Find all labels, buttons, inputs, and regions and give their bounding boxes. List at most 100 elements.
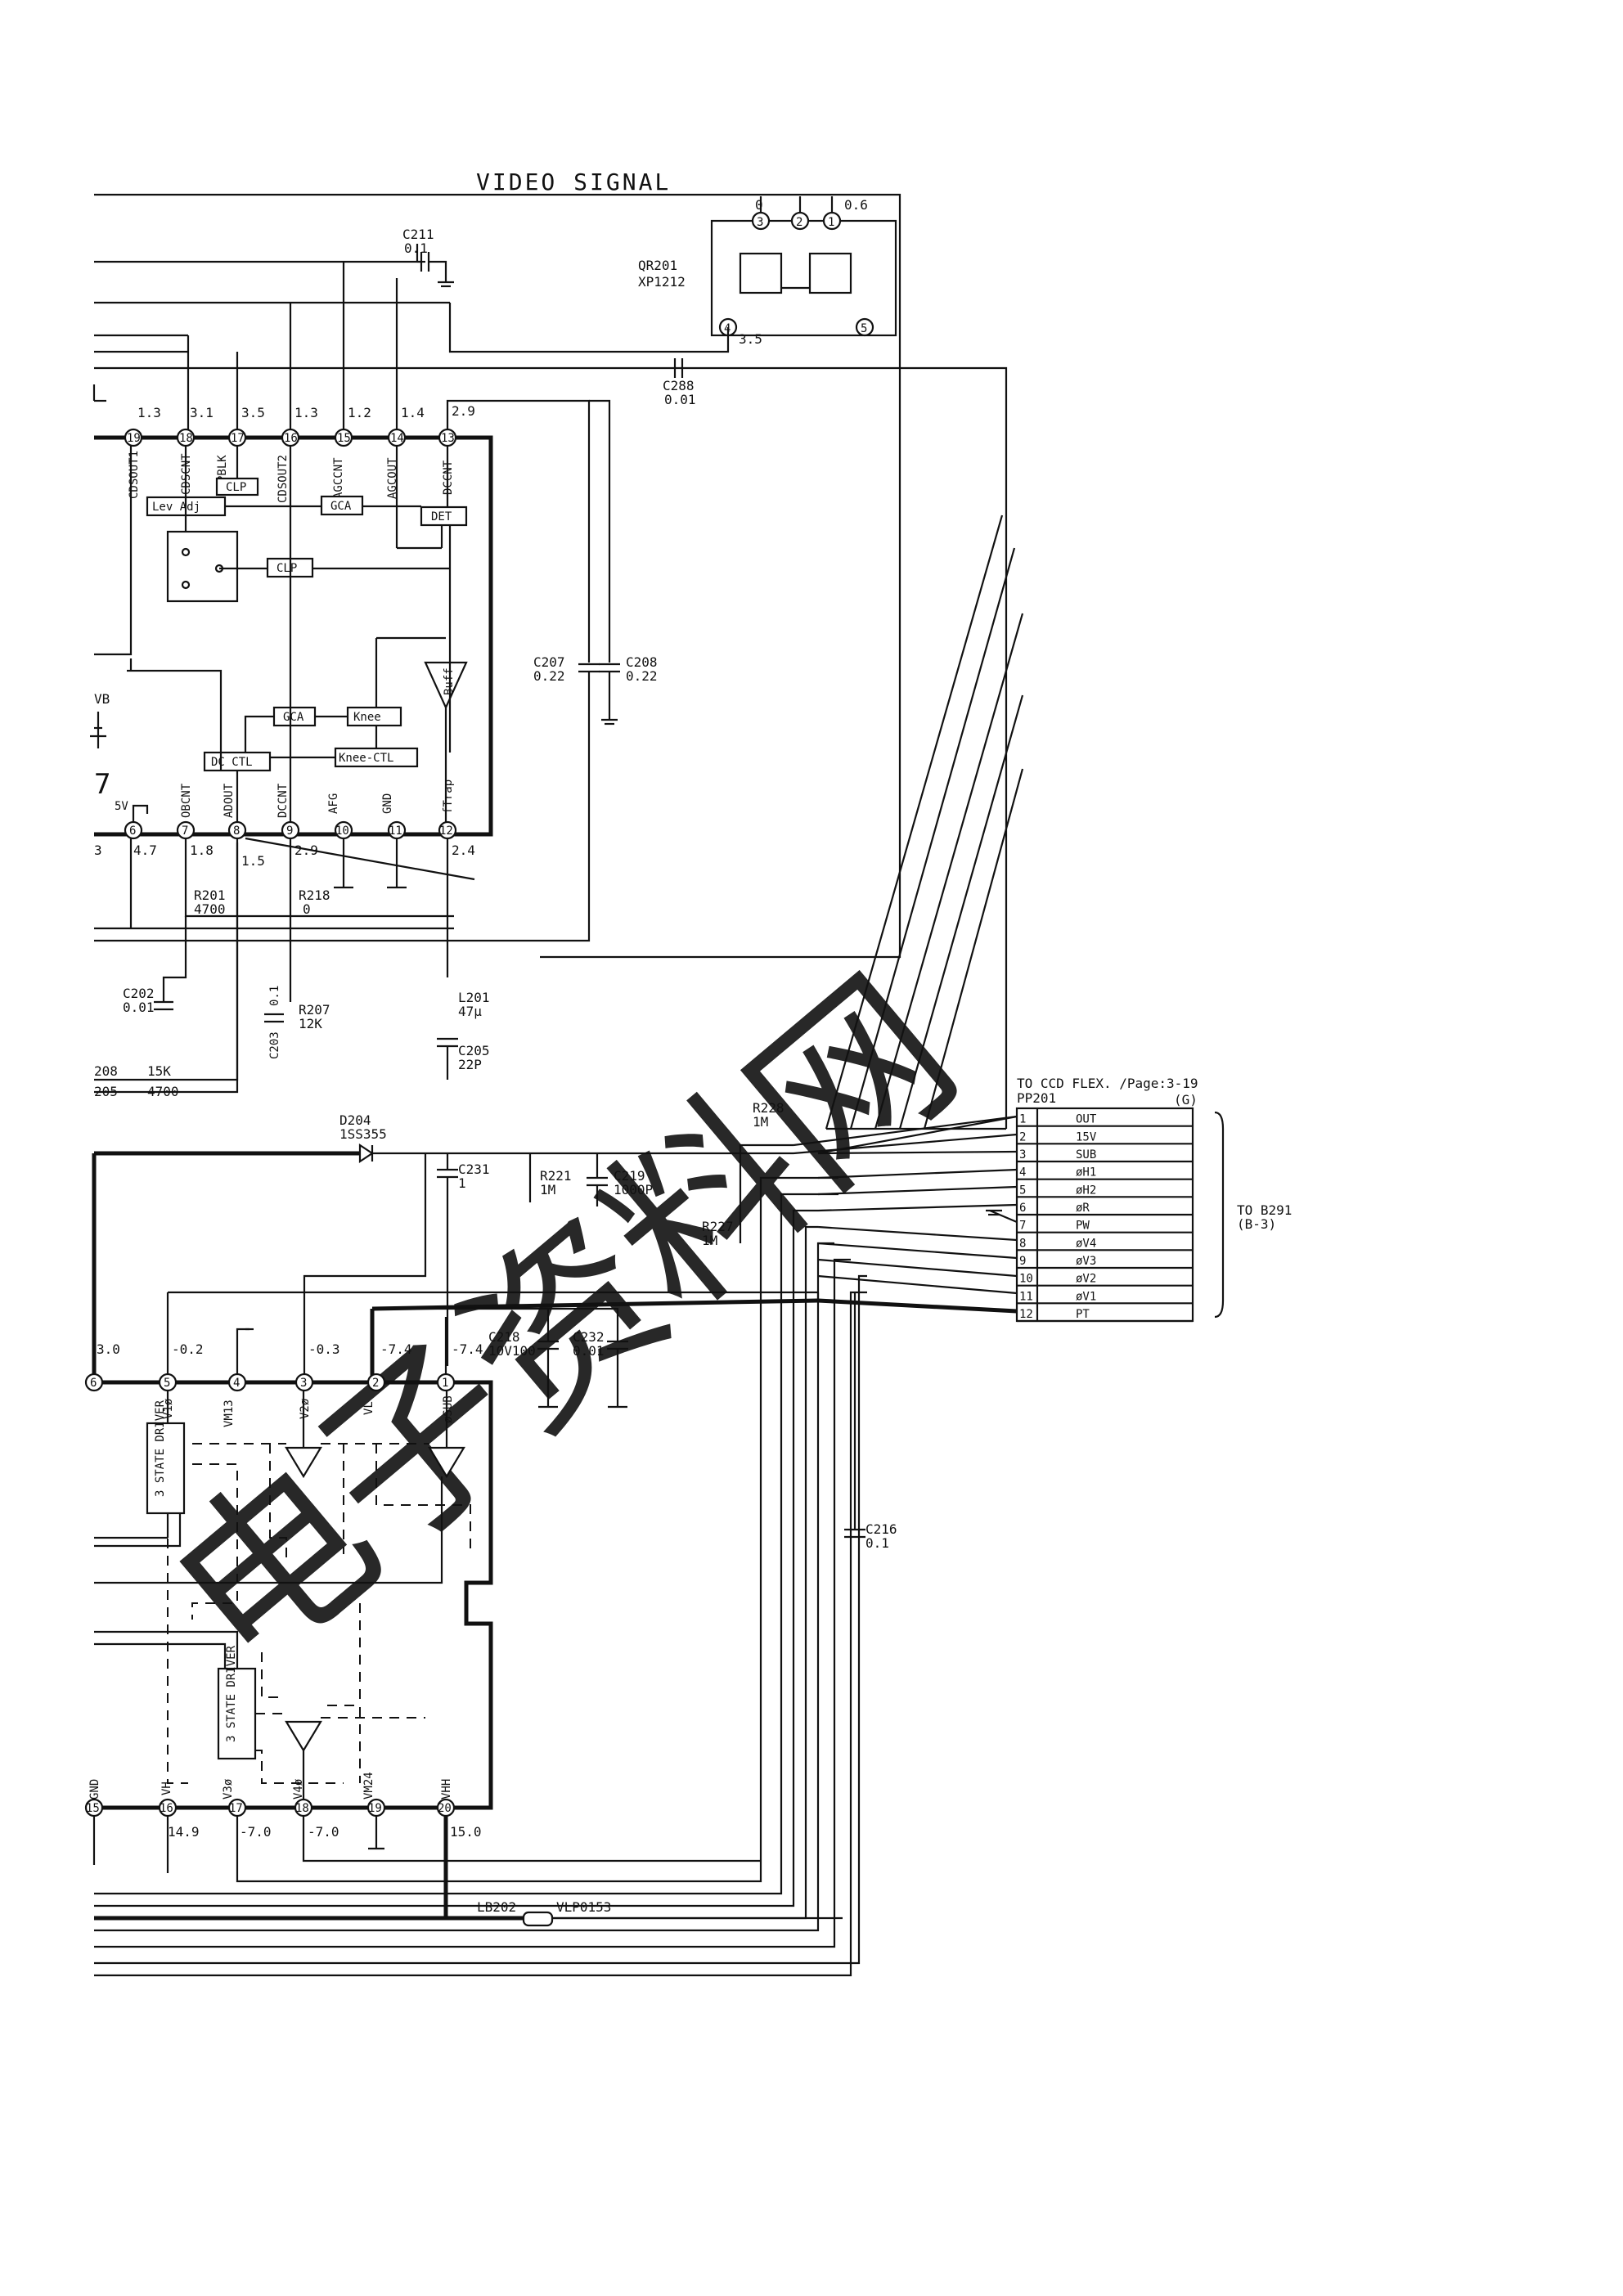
svg-text:GND: GND xyxy=(88,1779,101,1800)
svg-text:3: 3 xyxy=(757,216,763,229)
svg-text:1.2: 1.2 xyxy=(348,405,371,420)
svg-text:C231: C231 xyxy=(458,1161,490,1177)
svg-text:VHH: VHH xyxy=(440,1779,453,1800)
svg-text:1.4: 1.4 xyxy=(401,405,425,420)
svg-text:C207: C207 xyxy=(533,654,565,670)
transistor-qr201: 3 2 1 4 5 0 0.6 3.5 QR201 XP1212 xyxy=(448,196,897,353)
svg-text:Knee-CTL: Knee-CTL xyxy=(339,752,393,765)
svg-text:16: 16 xyxy=(160,1802,173,1815)
connector-pin-name: øR xyxy=(1076,1202,1090,1215)
svg-text:R227: R227 xyxy=(702,1219,734,1234)
watermark: 电子资料网 xyxy=(134,939,996,1711)
svg-text:C211: C211 xyxy=(402,227,434,242)
connector-pin-name: 15V xyxy=(1076,1130,1097,1144)
svg-text:0.1: 0.1 xyxy=(268,986,281,1006)
svg-text:D204: D204 xyxy=(339,1112,371,1128)
svg-text:1M: 1M xyxy=(702,1233,717,1248)
svg-text:2: 2 xyxy=(372,1377,379,1390)
svg-text:2.9: 2.9 xyxy=(294,842,318,858)
connector-pin-name: øV3 xyxy=(1076,1255,1096,1268)
svg-text:R221: R221 xyxy=(540,1168,572,1184)
connector-pin-name: øV1 xyxy=(1076,1290,1096,1303)
svg-text:CDSOUT2: CDSOUT2 xyxy=(276,455,290,503)
svg-text:1M: 1M xyxy=(540,1182,555,1197)
svg-text:DC CTL: DC CTL xyxy=(211,756,253,769)
svg-text:5: 5 xyxy=(164,1377,170,1390)
connector-pin-num: 8 xyxy=(1019,1237,1026,1250)
svg-text:15K: 15K xyxy=(147,1063,171,1079)
svg-text:12: 12 xyxy=(439,824,453,838)
connector-pin-num: 9 xyxy=(1019,1255,1026,1268)
svg-text:47µ: 47µ xyxy=(458,1004,482,1019)
cap-c207-c208: C207 0.22 C208 0.22 xyxy=(94,399,658,942)
svg-text:0.01: 0.01 xyxy=(123,1000,155,1015)
svg-text:C208: C208 xyxy=(626,654,658,670)
svg-text:1.5: 1.5 xyxy=(241,853,265,869)
svg-text:11: 11 xyxy=(389,824,402,838)
svg-text:L201: L201 xyxy=(458,990,490,1005)
svg-text:19: 19 xyxy=(368,1802,382,1815)
svg-text:1: 1 xyxy=(828,216,834,229)
svg-text:GCA: GCA xyxy=(330,500,352,513)
svg-text:7: 7 xyxy=(182,824,188,838)
svg-text:2: 2 xyxy=(796,216,803,229)
svg-text:-7.0: -7.0 xyxy=(308,1824,339,1840)
svg-text:VB: VB xyxy=(94,691,110,707)
lb202: LB202 VLP0153 xyxy=(94,1899,843,1927)
ic2: 6 3.0 5 -0.2 V1ø 4 VM13 3 -0.3 V2ø 2 -7.… xyxy=(84,1153,897,1918)
svg-text:V2ø: V2ø xyxy=(299,1398,312,1419)
cap-c288: C288 0.01 xyxy=(663,358,696,407)
svg-text:VL: VL xyxy=(362,1401,375,1415)
svg-text:14.9: 14.9 xyxy=(168,1824,200,1840)
svg-text:øSUB: øSUB xyxy=(442,1395,455,1423)
svg-text:0.22: 0.22 xyxy=(626,668,658,684)
svg-text:-0.3: -0.3 xyxy=(308,1341,340,1357)
ic1: 19 1.3 CDSOUT1 18 3.1 CDSCNT 17 3.5 PBLK… xyxy=(90,403,493,889)
svg-text:C219: C219 xyxy=(614,1168,645,1184)
svg-text:VLP0153: VLP0153 xyxy=(556,1899,611,1915)
svg-text:3.0: 3.0 xyxy=(97,1341,120,1357)
svg-text:0.1: 0.1 xyxy=(404,240,428,256)
low-parts: D204 1SS355 C231 1 R221 1M C219 1000P R2… xyxy=(92,1100,794,1391)
connector-pin-num: 7 xyxy=(1019,1220,1026,1233)
svg-text:C203: C203 xyxy=(268,1031,281,1059)
svg-text:OBCNT: OBCNT xyxy=(180,783,193,818)
svg-text:12K: 12K xyxy=(299,1016,322,1031)
svg-text:CLP: CLP xyxy=(276,562,297,575)
svg-text:5V: 5V xyxy=(115,800,128,813)
bus-lines xyxy=(94,514,1024,1977)
connector-pin-num: 4 xyxy=(1019,1166,1026,1179)
svg-text:0.01: 0.01 xyxy=(664,392,696,407)
connector-pin-name: øH2 xyxy=(1076,1184,1096,1197)
svg-text:3: 3 xyxy=(300,1377,307,1390)
svg-text:18: 18 xyxy=(179,432,193,445)
svg-text:C218: C218 xyxy=(488,1329,520,1345)
svg-text:2.9: 2.9 xyxy=(452,403,475,419)
svg-text:C232: C232 xyxy=(573,1329,605,1345)
svg-text:1000P: 1000P xyxy=(614,1182,653,1197)
svg-text:3: 3 xyxy=(94,842,102,858)
connector-pin-num: 1 xyxy=(1019,1113,1026,1126)
svg-text:-7.0: -7.0 xyxy=(240,1824,272,1840)
svg-text:DET: DET xyxy=(431,510,452,523)
svg-text:-7.4: -7.4 xyxy=(380,1341,412,1357)
svg-text:0.22: 0.22 xyxy=(533,668,565,684)
svg-text:0: 0 xyxy=(303,901,311,917)
shield-border xyxy=(94,193,901,959)
connector-pin-num: 11 xyxy=(1019,1290,1033,1303)
svg-text:13: 13 xyxy=(441,432,455,445)
svg-text:5: 5 xyxy=(861,322,867,335)
connector-pin-num: 5 xyxy=(1019,1184,1026,1197)
svg-text:GND: GND xyxy=(381,793,394,814)
svg-text:QR201: QR201 xyxy=(638,258,677,273)
svg-text:AFG: AFG xyxy=(327,793,340,814)
svg-text:C202: C202 xyxy=(123,986,155,1001)
svg-text:1.3: 1.3 xyxy=(294,405,318,420)
connector-pin-name: øV4 xyxy=(1076,1237,1096,1250)
svg-text:10V100: 10V100 xyxy=(488,1343,536,1359)
svg-text:0: 0 xyxy=(755,197,763,213)
svg-text:V4ø: V4ø xyxy=(292,1778,305,1800)
svg-text:Knee: Knee xyxy=(353,711,381,724)
svg-text:TO CCD FLEX. /Page:3-19: TO CCD FLEX. /Page:3-19 xyxy=(1017,1076,1198,1091)
